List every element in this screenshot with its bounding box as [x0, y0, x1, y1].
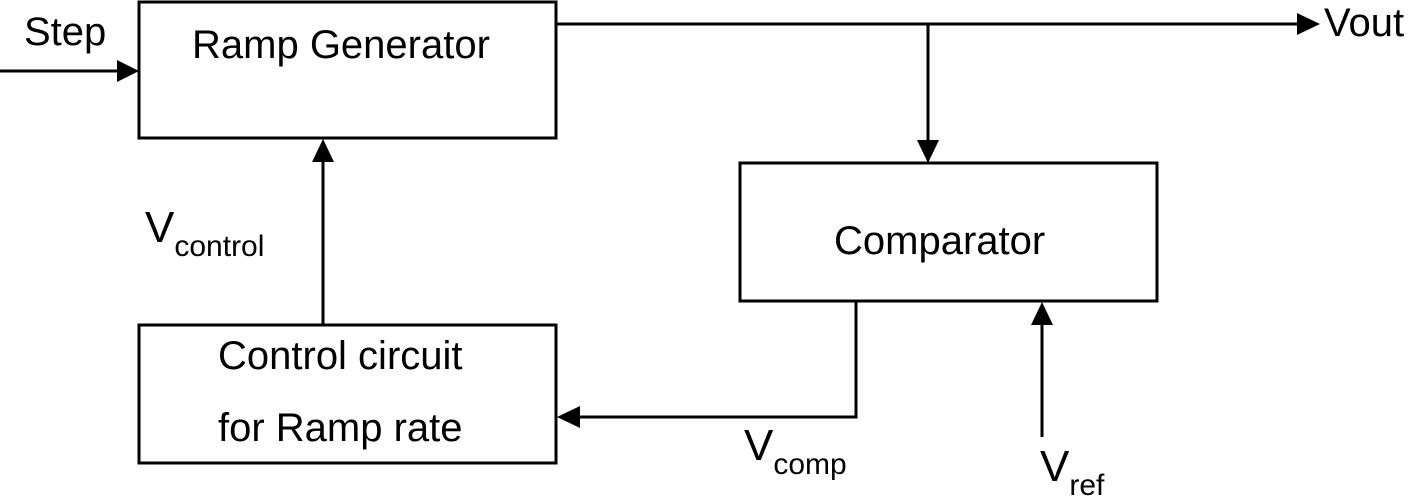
- ramp-generator-block: [137, 0, 558, 140]
- vout-label: Vout: [1324, 1, 1405, 45]
- vcomp-arrowhead: [557, 406, 580, 428]
- vcomp-label: Vcomp: [744, 421, 847, 480]
- ramp-generator-label: Ramp Generator: [192, 23, 490, 67]
- control-circuit-label: Control circuit for Ramp rate: [218, 320, 463, 464]
- comparator-block: [738, 161, 1159, 303]
- control-circuit-label-line1: Control circuit: [218, 334, 463, 378]
- vcontrol-arrowhead: [312, 139, 334, 162]
- vcomp-line: [580, 301, 858, 419]
- vcomp-label-sub: comp: [773, 448, 847, 481]
- control-circuit-block: [137, 323, 558, 465]
- vcontrol-label-main: V: [145, 203, 175, 252]
- vcontrol-label-sub: control: [174, 230, 265, 263]
- vcomp-label-main: V: [744, 421, 774, 470]
- vref-arrowhead: [1031, 302, 1053, 325]
- step-arrowhead: [117, 60, 139, 82]
- vref-label-main: V: [1040, 442, 1070, 491]
- control-circuit-label-line2: for Ramp rate: [218, 406, 463, 450]
- comparator-label: Comparator: [834, 219, 1046, 263]
- comparator-feed-arrowhead: [917, 140, 939, 163]
- vout-arrowhead: [1297, 13, 1320, 35]
- step-label: Step: [24, 10, 107, 54]
- vref-label-sub: ref: [1069, 469, 1105, 502]
- vcontrol-label: Vcontrol: [145, 203, 264, 262]
- vref-label: Vref: [1040, 442, 1104, 501]
